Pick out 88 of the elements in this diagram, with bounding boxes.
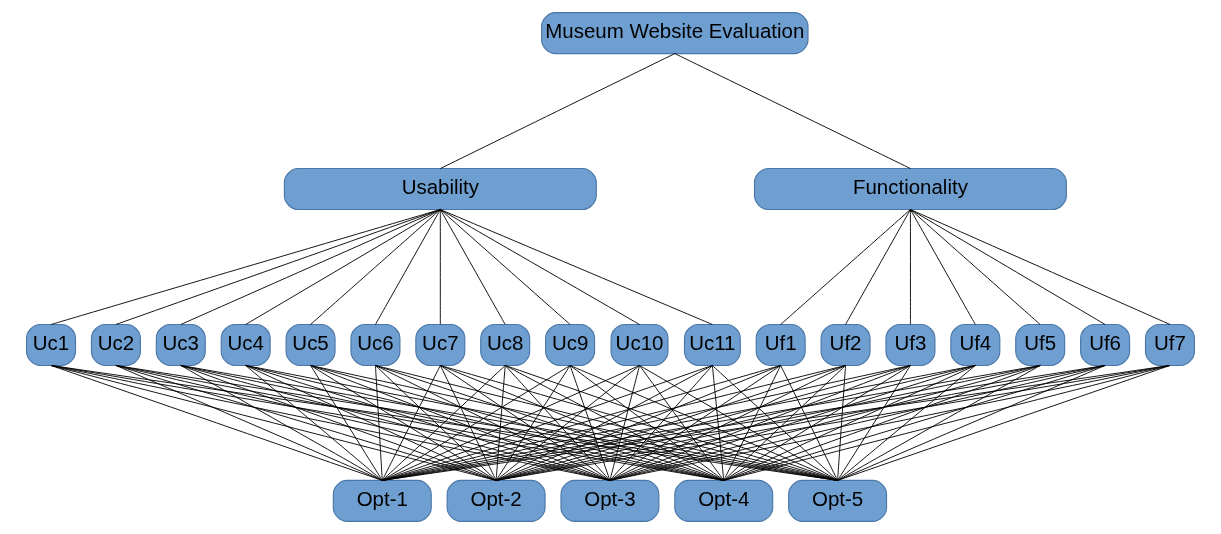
node-box: Uf3: [885, 323, 936, 367]
connector: [609, 365, 640, 481]
node-box: Uc6: [350, 323, 401, 367]
node-box: Uc9: [545, 323, 596, 367]
connector: [245, 365, 611, 481]
connector: [910, 209, 1041, 325]
connector: [639, 365, 839, 481]
node-box: Opt-3: [560, 479, 660, 522]
node-box: Uf1: [755, 323, 806, 367]
connector: [910, 209, 1106, 325]
connector: [439, 209, 506, 325]
connector: [910, 209, 1171, 325]
node-box: Uc10: [610, 323, 669, 367]
connector: [504, 365, 611, 481]
connector: [723, 365, 782, 481]
connector: [780, 209, 911, 325]
connector: [439, 209, 713, 325]
connector: [375, 365, 383, 481]
connector: [723, 365, 911, 481]
node-box: Uc1: [26, 323, 77, 367]
connector: [439, 209, 571, 325]
connector: [439, 209, 441, 325]
connector: [495, 365, 571, 481]
connector: [837, 365, 911, 481]
node-box: Uc11: [683, 323, 741, 367]
node-box: Usability: [283, 167, 597, 211]
connector: [609, 365, 713, 481]
connector: [674, 53, 911, 169]
node-box: Uc5: [285, 323, 336, 367]
connector: [569, 365, 611, 481]
node-box: Uf7: [1144, 323, 1195, 367]
connector: [837, 365, 1106, 481]
connector: [609, 365, 846, 481]
node-box: Uc7: [415, 323, 466, 367]
connector: [837, 365, 976, 481]
connector: [245, 209, 441, 325]
connector: [375, 209, 441, 325]
node-box: Uc3: [155, 323, 206, 367]
connector: [180, 209, 441, 325]
connector: [310, 365, 611, 481]
connector: [439, 365, 725, 481]
connector: [381, 365, 441, 481]
node-box: Opt-1: [332, 479, 432, 522]
connector: [609, 365, 782, 481]
connector: [711, 365, 725, 481]
connector: [837, 365, 846, 481]
node-box: Uc8: [480, 323, 531, 367]
connector: [495, 365, 640, 481]
connector: [495, 365, 506, 481]
node-box: Museum Website Evaluation: [541, 12, 809, 55]
connector: [639, 365, 725, 481]
connector: [723, 365, 1041, 481]
node-box: Uc4: [220, 323, 271, 367]
connector: [381, 365, 571, 481]
node-box: Uf6: [1080, 323, 1131, 367]
connector: [439, 53, 676, 169]
node-box: Uf5: [1015, 323, 1066, 367]
connector: [245, 365, 497, 481]
connector: [837, 365, 1041, 481]
connector: [439, 365, 497, 481]
connector: [609, 365, 911, 481]
connector: [845, 209, 911, 325]
connector: [910, 209, 911, 325]
node-box: Opt-4: [674, 479, 774, 522]
connector: [495, 365, 782, 481]
connector: [569, 365, 839, 481]
connector: [609, 365, 976, 481]
connector: [780, 365, 839, 481]
node-box: Opt-5: [788, 479, 888, 522]
connector: [180, 365, 497, 481]
connector: [723, 365, 976, 481]
connector: [569, 365, 725, 481]
connector: [310, 365, 497, 481]
connector: [439, 209, 640, 325]
connector: [310, 365, 383, 481]
node-box: Uf2: [820, 323, 871, 367]
connector: [910, 209, 976, 325]
connector: [50, 209, 441, 325]
connector: [245, 365, 383, 481]
node-box: Opt-2: [446, 479, 546, 522]
connector: [180, 365, 383, 481]
connector: [115, 209, 441, 325]
node-box: Functionality: [753, 167, 1067, 211]
connector: [837, 365, 1171, 481]
connector: [439, 365, 611, 481]
node-box: Uf4: [950, 323, 1001, 367]
node-box: Uc2: [90, 323, 141, 367]
connector: [310, 209, 441, 325]
